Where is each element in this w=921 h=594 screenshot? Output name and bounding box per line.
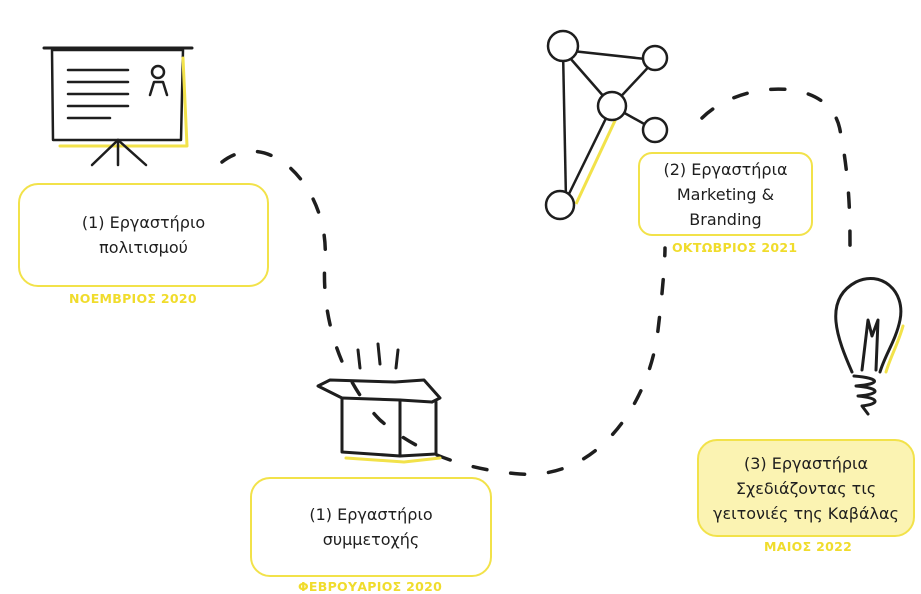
workshop-title: (1) Εργαστήριο πολιτισμού bbox=[81, 213, 206, 257]
workshop-title: (3) Εργαστήρια Σχεδιάζοντας τις γειτονιέ… bbox=[713, 453, 899, 523]
dashed-path bbox=[220, 87, 852, 476]
lightbulb-icon bbox=[834, 276, 905, 416]
workshop-title: (1) Εργαστήριο συμμετοχής bbox=[309, 505, 433, 549]
open-box-icon bbox=[316, 342, 442, 464]
presentation-board-icon bbox=[42, 46, 194, 167]
workshop-date: ΝΟΕΜΒΡΙΟΣ 2020 bbox=[69, 291, 197, 306]
workshop-card-participation: (1) Εργαστήριο συμμετοχής bbox=[250, 477, 492, 577]
workshop-date: ΜΑΙΟΣ 2022 bbox=[764, 539, 853, 554]
workshop-date: ΦΕΒΡΟΥΑΡΙΟΣ 2020 bbox=[298, 579, 443, 594]
network-nodes-icon bbox=[544, 29, 669, 221]
workshop-title: (2) Εργαστήρια Marketing & Branding bbox=[663, 159, 788, 229]
workshop-card-culture: (1) Εργαστήριο πολιτισμού bbox=[18, 183, 269, 287]
workshop-date: ΟΚΤΩΒΡΙΟΣ 2021 bbox=[672, 240, 798, 255]
workshop-card-marketing: (2) Εργαστήρια Marketing & Branding bbox=[638, 152, 813, 236]
workshop-card-neighborhoods: (3) Εργαστήρια Σχεδιάζοντας τις γειτονιέ… bbox=[697, 439, 915, 537]
